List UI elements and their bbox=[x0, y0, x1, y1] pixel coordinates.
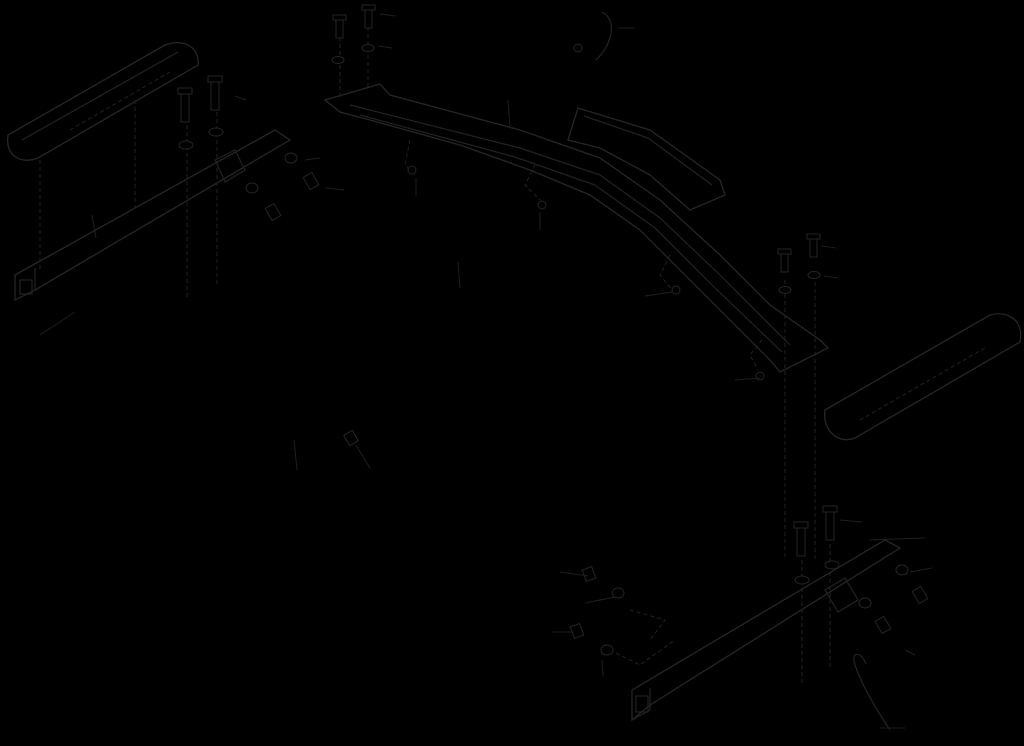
upper-arch-frame bbox=[323, 83, 830, 373]
knob-icon bbox=[302, 171, 320, 191]
hook bbox=[853, 653, 891, 731]
left-crossbar bbox=[14, 129, 292, 302]
bolt-icon bbox=[806, 233, 821, 258]
washer-icon bbox=[284, 152, 298, 164]
bolt-icon bbox=[207, 75, 223, 111]
arch-guard-plate bbox=[567, 107, 726, 211]
knob-icon bbox=[342, 429, 360, 447]
bolt-icon bbox=[332, 14, 347, 39]
knob-icon bbox=[569, 623, 585, 639]
knob-icon bbox=[264, 202, 282, 222]
washer-icon bbox=[611, 587, 625, 599]
bolt-icon bbox=[822, 505, 838, 541]
assembly-guides bbox=[39, 20, 831, 686]
cable-icon bbox=[595, 11, 612, 61]
knob-icon bbox=[911, 585, 929, 605]
washer-icon bbox=[895, 564, 909, 576]
right-crossbar bbox=[631, 539, 902, 722]
knob-icon bbox=[755, 371, 765, 381]
washer-icon bbox=[245, 182, 259, 194]
hook-icon bbox=[853, 653, 891, 731]
left-foam-pad bbox=[7, 42, 199, 161]
bolts bbox=[177, 4, 838, 557]
knob-icon bbox=[671, 285, 681, 295]
cable bbox=[595, 11, 612, 61]
washer-icon bbox=[794, 575, 810, 585]
bolt-icon bbox=[777, 248, 792, 273]
washers bbox=[178, 44, 909, 656]
washer-icon bbox=[361, 44, 375, 52]
washer-icon bbox=[208, 127, 224, 137]
washer-icon bbox=[858, 597, 872, 609]
bolt-icon bbox=[361, 4, 376, 29]
knob-icon bbox=[537, 200, 547, 210]
bolt-icon bbox=[793, 521, 809, 557]
knob-icon bbox=[874, 615, 892, 635]
knobs bbox=[264, 43, 929, 639]
washer-icon bbox=[331, 56, 345, 64]
washer-icon bbox=[178, 140, 194, 150]
washer-icon bbox=[778, 286, 792, 294]
knob-icon bbox=[407, 165, 417, 175]
leader-lines bbox=[39, 13, 933, 729]
washer-icon bbox=[807, 271, 821, 279]
knob-icon bbox=[581, 566, 597, 582]
washer-icon bbox=[824, 560, 840, 570]
right-foam-pad bbox=[824, 313, 1022, 441]
washer-icon bbox=[600, 644, 614, 656]
knob-icon bbox=[573, 43, 583, 53]
bolt-icon bbox=[177, 87, 193, 123]
